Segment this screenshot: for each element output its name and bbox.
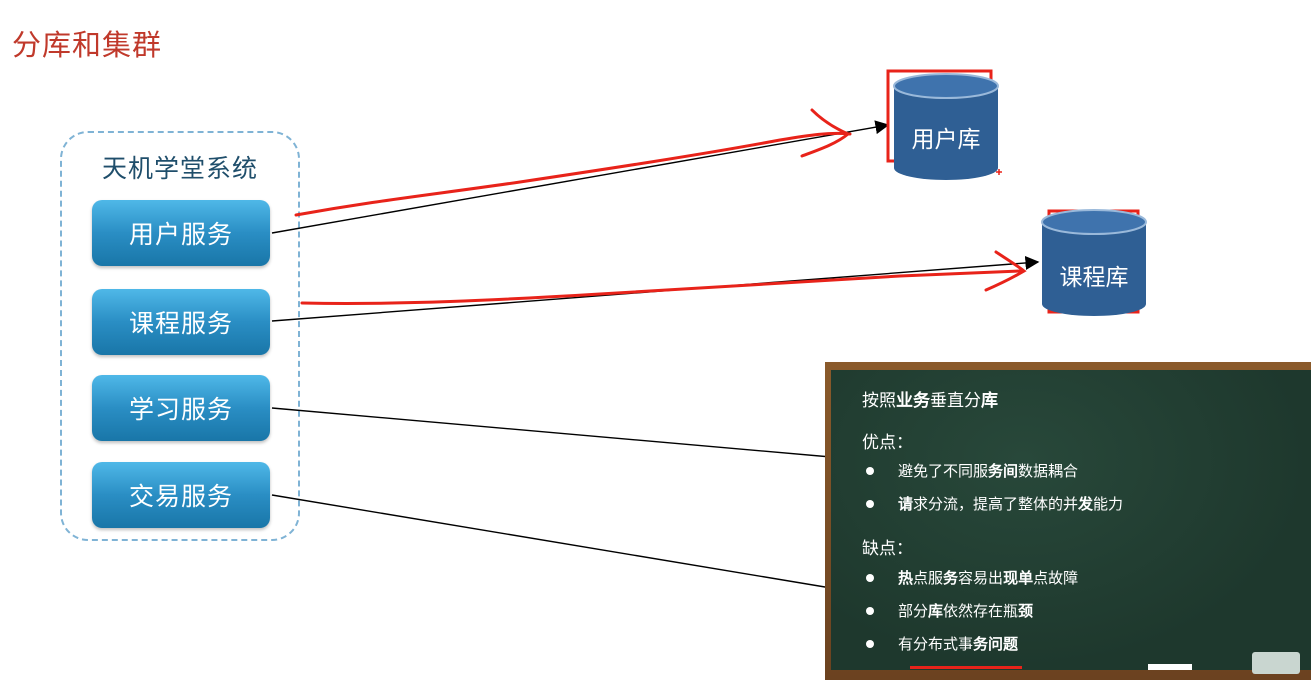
item-text-bold: 务间 [988,462,1019,480]
chalkboard-surface [831,370,1311,670]
annotation-arrowhead-course [984,250,1027,292]
line-learning-to-board [271,407,832,458]
database-icon [1041,209,1147,316]
eraser [1252,652,1300,674]
item-text: 点故障 [1033,569,1079,587]
bullet-icon [866,574,874,582]
item-text: 容易出 [958,569,1004,587]
pros-item-2: 请求分流，提高了整体的并发能力 [898,493,1123,514]
heading-part-bold: 库 [981,391,998,411]
item-text: 部分 [898,602,929,620]
item-text-bold: 热 [898,569,914,587]
white-chalk [1148,664,1192,670]
service-course[interactable]: 课程服务 [92,289,270,355]
item-text: 数据耦合 [1018,462,1079,480]
board-heading: 按照业务垂直分库 [862,386,998,411]
service-learning[interactable]: 学习服务 [92,375,270,441]
cons-item-1: 热点服务容易出现单点故障 [898,567,1078,588]
annotation-arrowhead-user [800,108,851,158]
annotation-curve-course [300,269,1022,305]
item-text-bold: 现单 [1003,569,1034,587]
user-db[interactable]: 用户库 [892,72,1000,182]
item-text-bold: 务问题 [973,635,1019,653]
cons-item-3: 有分布式事务问题 [898,633,1018,654]
cons-title: 缺点： [862,539,913,559]
pros-title: 优点： [862,433,913,453]
item-text: 求分流，提高了整体的并 [913,495,1079,513]
red-chalk [910,666,1022,669]
course-db-label: 课程库 [1059,265,1129,291]
item-text: 能力 [1093,495,1124,513]
item-text: 依然存在瓶 [943,602,1019,620]
annotation-curve-user [294,131,852,217]
item-text-bold: 务 [943,569,959,587]
item-text-bold: 发 [1078,495,1094,513]
item-text: 点服 [913,569,944,587]
item-text: 有分布式事 [898,635,974,653]
cons-item-2: 部分库依然存在瓶颈 [898,600,1033,621]
system-container: 天机学堂系统 [60,131,300,541]
item-text-bold: 请 [898,495,914,513]
heading-part: 按照 [862,391,896,411]
bullet-icon [866,467,874,475]
heading-part-bold: 业务 [896,391,930,411]
item-text-bold: 颈 [1018,602,1034,620]
pros-item-1: 避免了不同服务间数据耦合 [898,460,1078,481]
service-user[interactable]: 用户服务 [92,200,270,266]
user-db-label: 用户库 [911,127,981,153]
bullet-icon [866,607,874,615]
annotation-plus-mark [996,169,1002,175]
service-trade[interactable]: 交易服务 [92,462,270,528]
line-trade-to-board [271,494,832,589]
heading-part: 垂直分 [930,391,981,411]
item-text: 避免了不同服 [898,462,989,480]
bullet-icon [866,640,874,648]
database-icon [893,73,999,180]
page-title: 分库和集群 [12,28,163,62]
course-db[interactable]: 课程库 [1040,208,1148,318]
system-title: 天机学堂系统 [101,154,258,183]
chalkboard [825,362,1311,680]
line-user-to-userdb [271,120,890,234]
item-text-bold: 库 [928,602,944,620]
bullet-icon [866,500,874,508]
